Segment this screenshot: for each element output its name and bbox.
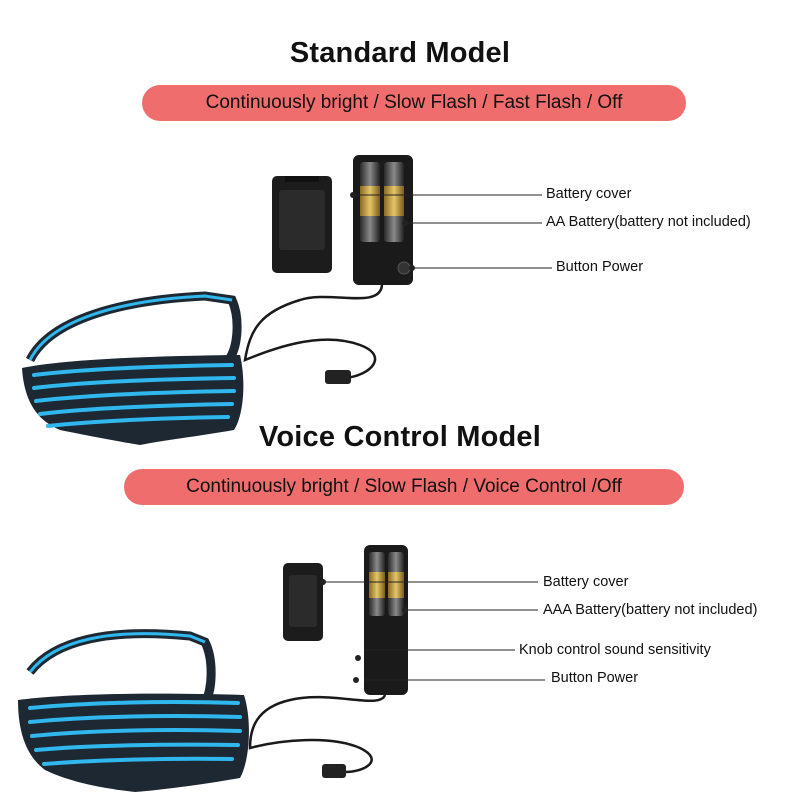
voice-wire <box>248 694 387 774</box>
standard-battery-box <box>353 155 413 285</box>
voice-label-knob: Knob control sound sensitivity <box>519 642 711 658</box>
standard-modes-banner: Continuously bright / Slow Flash / Fast … <box>142 85 686 121</box>
voice-label-battery: AAA Battery(battery not included) <box>543 602 758 618</box>
standard-leader-lines <box>353 194 552 269</box>
voice-model-title: Voice Control Model <box>259 421 541 453</box>
voice-battery-box <box>364 545 408 695</box>
voice-connector <box>322 764 346 778</box>
voice-label-button: Button Power <box>551 670 639 686</box>
standard-label-button: Button Power <box>556 259 644 275</box>
voice-glasses <box>18 629 249 792</box>
standard-battery-cover <box>272 176 332 273</box>
standard-model-title: Standard Model <box>289 37 511 69</box>
standard-connector <box>325 370 351 384</box>
voice-battery-cover <box>283 563 323 641</box>
standard-label-battery: AA Battery(battery not included) <box>546 214 751 230</box>
voice-modes-banner: Continuously bright / Slow Flash / Voice… <box>124 469 684 505</box>
voice-leader-lines <box>323 581 545 681</box>
voice-label-battery-cover: Battery cover <box>543 574 629 590</box>
standard-glasses <box>22 291 244 445</box>
standard-wire <box>243 284 384 380</box>
standard-label-battery-cover: Battery cover <box>546 186 632 202</box>
